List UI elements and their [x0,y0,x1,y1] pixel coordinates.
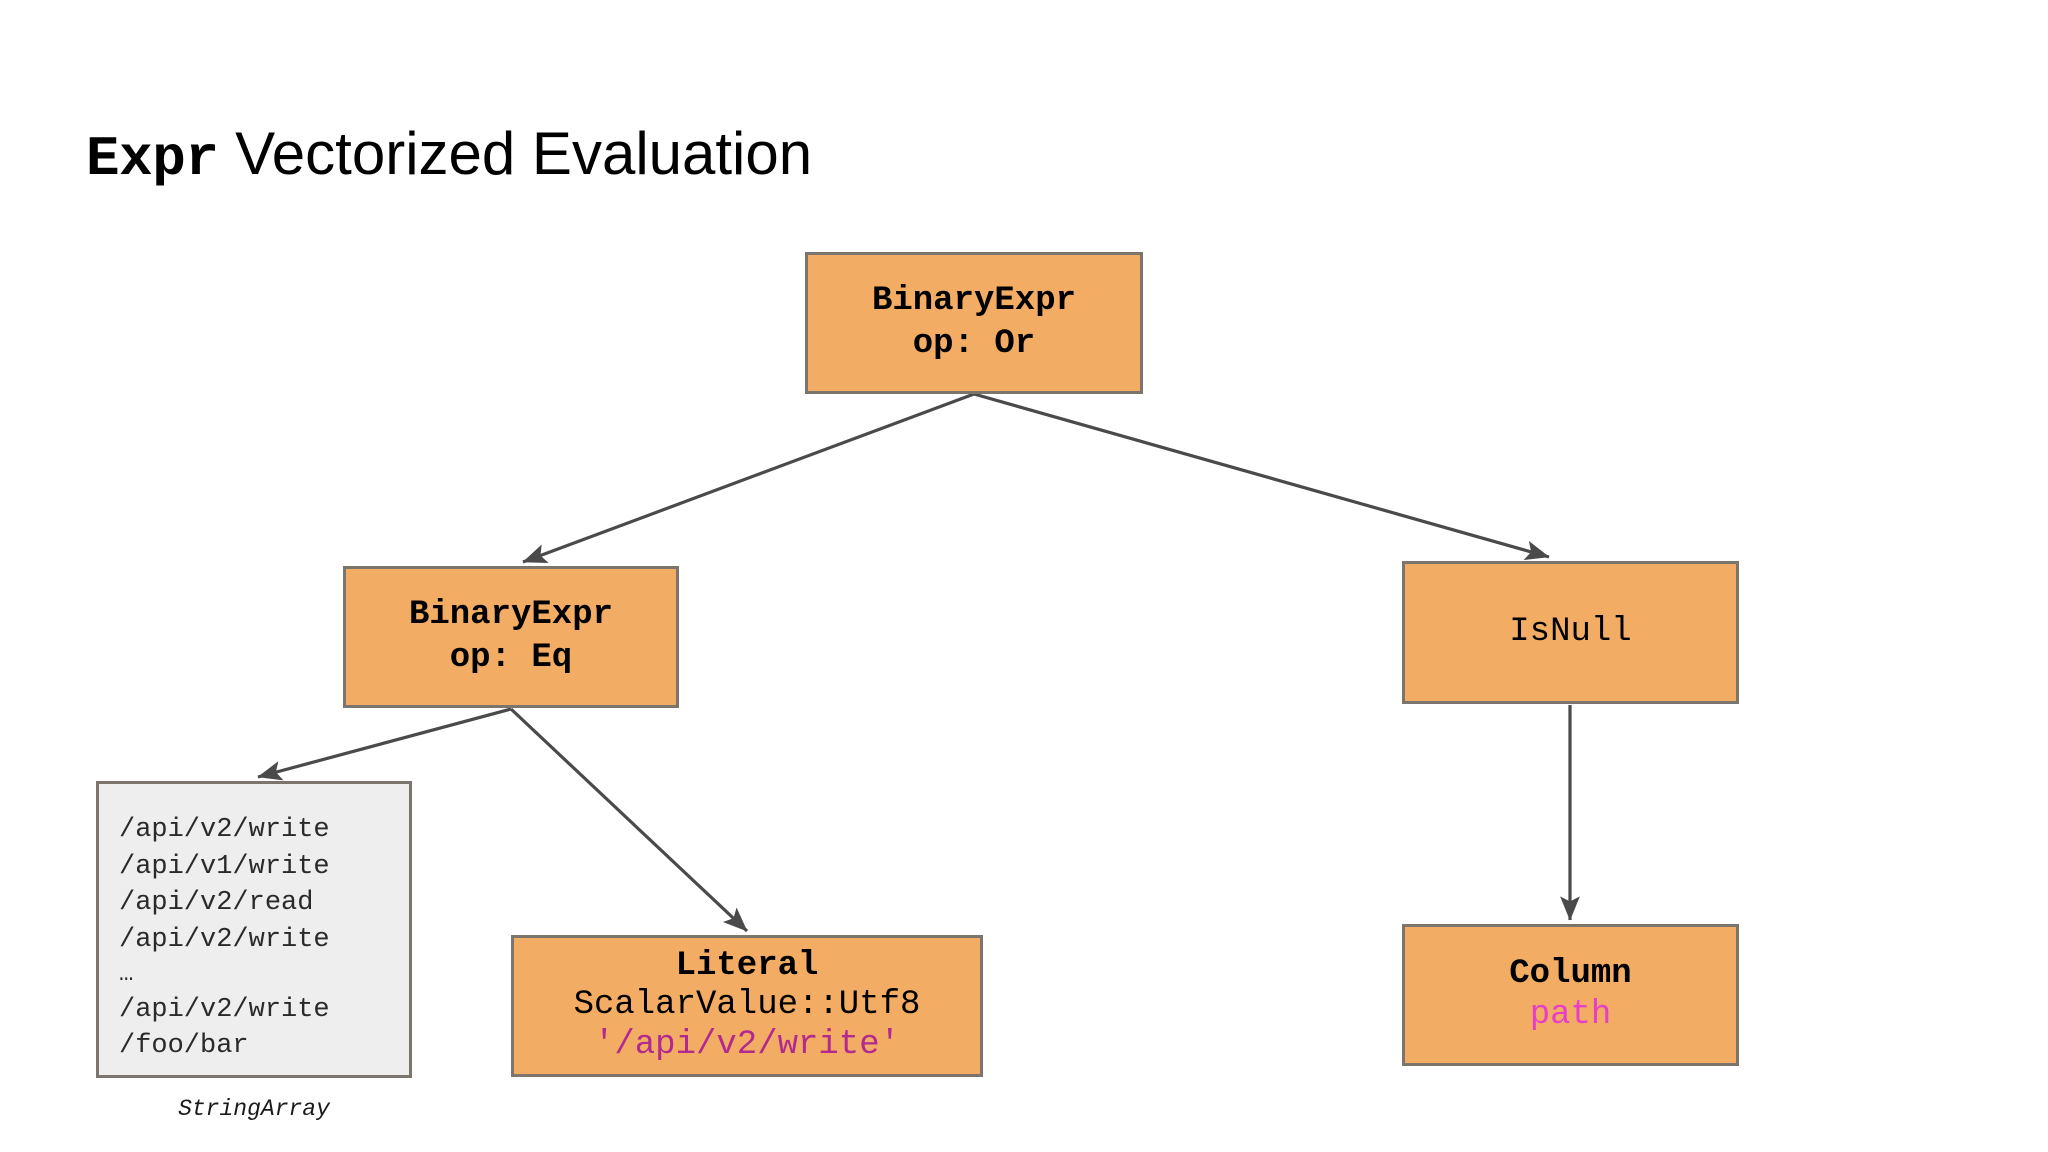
node-subtitle: op: Or [912,325,1036,363]
edge-eq-to-stringarray [257,707,512,781]
node-column[interactable]: Column path [1402,924,1739,1066]
node-binaryexpr-or[interactable]: BinaryExpr op: Or [805,252,1143,394]
list-item: /api/v2/write [119,994,330,1025]
list-item: /api/v2/write [119,925,330,956]
page-title-code: Expr [86,127,219,191]
node-title: Literal [675,946,819,985]
string-array-caption: StringArray [178,1096,330,1122]
node-title: IsNull [1509,613,1632,652]
edge-eq-to-literal [509,707,749,933]
page-title-text: Vectorized Evaluation [218,120,813,187]
node-datatype: ScalarValue::Utf8 [573,986,921,1025]
list-item: /api/v2/write [119,815,330,845]
node-column-name: path [1529,996,1612,1034]
node-subtitle: op: Eq [449,639,573,677]
string-array-box[interactable]: /api/v2/write /api/v1/write /api/v2/read… [96,781,412,1078]
node-literal-value: '/api/v2/write' [593,1025,901,1064]
edge-root-to-eq [522,392,975,564]
list-item: /api/v1/write [119,851,330,882]
edge-root-to-isnull [973,392,1550,561]
node-literal[interactable]: Literal ScalarValue::Utf8 '/api/v2/write… [511,935,983,1077]
node-title: BinaryExpr [871,282,1077,321]
page-title: Expr Vectorized Evaluation [86,120,812,191]
node-binaryexpr-eq[interactable]: BinaryExpr op: Eq [343,566,679,708]
node-title: Column [1509,955,1632,994]
list-item-ellipsis: … [119,960,135,988]
list-item: /api/v2/read [119,888,314,919]
node-isnull[interactable]: IsNull [1402,561,1739,704]
node-title: BinaryExpr [408,596,614,635]
list-item: /foo/bar [119,1031,249,1062]
